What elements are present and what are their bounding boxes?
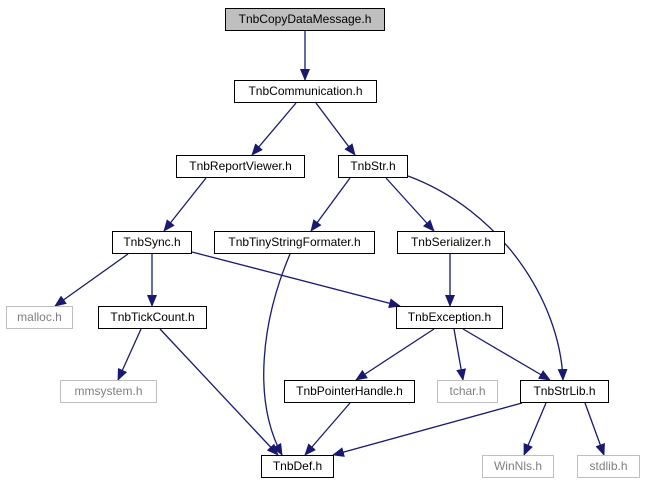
- edge-tickcount-to-def: [159, 328, 279, 456]
- edge-str-to-strlib: [407, 175, 568, 381]
- edge-sync-to-exception: [191, 251, 401, 309]
- node-tnbstr-h[interactable]: TnbStr.h: [338, 155, 408, 178]
- node-stdlib-h[interactable]: stdlib.h: [577, 455, 640, 478]
- edge-tickcount-to-mmsystem: [117, 328, 142, 381]
- node-tnbdef-h[interactable]: TnbDef.h: [261, 455, 334, 478]
- node-tnbserializer-h[interactable]: TnbSerializer.h: [397, 231, 505, 254]
- node-tnbcommunication-h[interactable]: TnbCommunication.h: [234, 80, 377, 103]
- node-mmsystem-h[interactable]: mmsystem.h: [60, 380, 157, 403]
- edge-pointerhandle-to-def: [304, 402, 351, 456]
- edge-reportviewer-to-sync: [163, 177, 207, 232]
- node-tchar-h[interactable]: tchar.h: [437, 380, 498, 403]
- edge-sync-to-malloc: [54, 253, 129, 307]
- node-tnbsync-h[interactable]: TnbSync.h: [112, 231, 192, 254]
- node-tnbstrlib-h[interactable]: TnbStrLib.h: [520, 380, 609, 403]
- edge-strlib-to-def: [332, 402, 523, 457]
- node-winnls-h[interactable]: WinNls.h: [482, 455, 554, 478]
- edge-communication-to-str: [315, 102, 356, 156]
- node-tnbcopydatamessage-h[interactable]: TnbCopyDataMessage.h: [225, 8, 385, 31]
- edge-str-to-tinystringformater: [310, 177, 351, 232]
- edge-strlib-to-stdlib: [584, 402, 605, 456]
- node-tnbtinystringformater-h[interactable]: TnbTinyStringFormater.h: [214, 231, 375, 254]
- edge-strlib-to-winnls: [523, 402, 547, 456]
- edge-str-to-serializer: [385, 177, 435, 232]
- node-malloc-h[interactable]: malloc.h: [6, 306, 73, 329]
- node-tnbtickcount-h[interactable]: TnbTickCount.h: [98, 306, 207, 329]
- edge-exception-to-pointerhandle: [355, 328, 435, 381]
- edge-tinystringformater-to-def: [263, 253, 291, 456]
- edge-exception-to-tchar: [453, 328, 467, 381]
- node-tnbreportviewer-h[interactable]: TnbReportViewer.h: [176, 155, 305, 178]
- node-tnbpointerhandle-h[interactable]: TnbPointerHandle.h: [284, 380, 415, 403]
- edge-communication-to-reportviewer: [251, 102, 297, 156]
- node-tnbexception-h[interactable]: TnbException.h: [396, 306, 503, 329]
- edge-exception-to-strlib: [462, 328, 551, 381]
